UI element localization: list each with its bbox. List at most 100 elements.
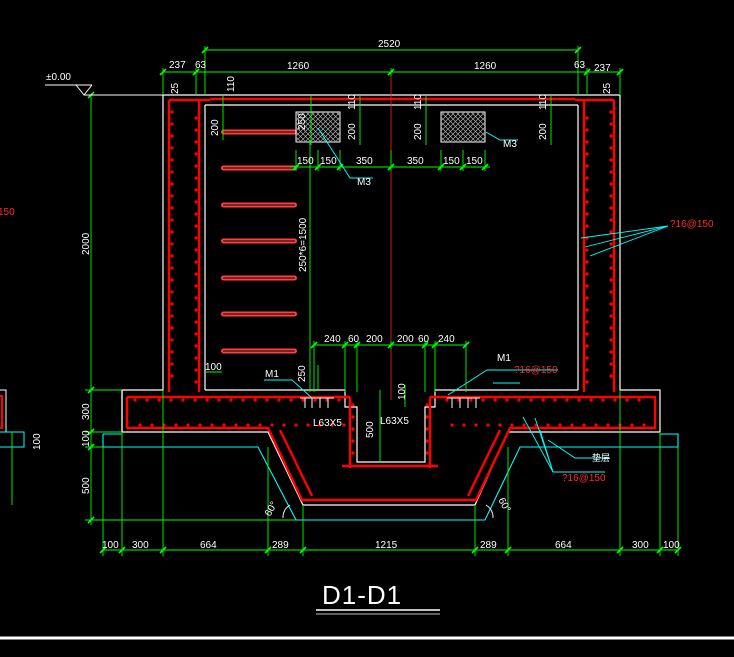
rebar-dot [170, 170, 174, 174]
rebar-dot [294, 423, 298, 427]
dim-pad: 100 [81, 430, 92, 447]
dim-cover-left: 25 [170, 82, 181, 94]
hatch-line [440, 111, 472, 143]
rebar-dot [609, 302, 613, 306]
hatch-line [324, 126, 341, 143]
rebar-dot [194, 260, 198, 264]
dimension-tick [387, 68, 395, 76]
hatch-line [320, 111, 341, 132]
rebar-dot [194, 248, 198, 252]
hatch-line [295, 111, 321, 137]
rebar-dot [585, 272, 589, 276]
rebar-dot [505, 398, 509, 402]
dim-250: 250 [297, 365, 308, 382]
rebar-dot [594, 423, 598, 427]
dim-m3-offset: 200 [210, 119, 221, 136]
rebar-dot [609, 290, 613, 294]
hatch-line [445, 111, 477, 143]
rebar-dot [630, 423, 634, 427]
level-mark [45, 84, 163, 96]
rebar-dot [133, 398, 137, 402]
rebar-dot [510, 423, 514, 427]
hatch-line [440, 111, 451, 122]
dimension-tick [118, 546, 126, 554]
hatch-line [440, 121, 462, 143]
hatch-line [460, 111, 486, 137]
rebar-dot [585, 116, 589, 120]
ladder-rung [221, 311, 297, 317]
rebar-dot [170, 206, 174, 210]
rebar-dot [585, 176, 589, 180]
rebar-dot [517, 398, 521, 402]
hatch-line [329, 131, 341, 143]
hatch-line [474, 131, 486, 143]
leader-lines [264, 127, 669, 473]
rebar-dot [585, 128, 589, 132]
rebar-dot [585, 224, 589, 228]
hatch-line [470, 111, 486, 127]
dim-overall: 2520 [378, 39, 401, 50]
rebar-dot [194, 320, 198, 324]
rebar-dot [425, 451, 429, 455]
rebar-dot [194, 176, 198, 180]
rebar-dot [270, 423, 274, 427]
dimension-tick [341, 341, 349, 349]
bottom-dim-2: 664 [200, 540, 217, 551]
rebar-dot [609, 338, 613, 342]
rebar-dot [198, 423, 202, 427]
rebar-dot [170, 122, 174, 126]
rebar-dot [425, 427, 429, 431]
dim-left-wall: 237 [169, 60, 186, 71]
pit-row-0: 240 [324, 334, 341, 345]
angle-arcs [282, 504, 494, 519]
dimension-tick [387, 163, 395, 171]
rebar-dot [301, 398, 305, 402]
hatch-line [325, 111, 341, 127]
rebar-dot [217, 398, 221, 402]
rebar-dot [558, 423, 562, 427]
dimension-tick [314, 163, 322, 171]
label-m1-right: M1 [497, 353, 511, 364]
hatch-line [440, 111, 446, 117]
hatch-line [454, 111, 486, 143]
rebar-dot [450, 423, 454, 427]
rebar-dot [609, 278, 613, 282]
rebar-dot [241, 398, 245, 402]
rebar-dot [246, 423, 250, 427]
rebar-dot [585, 332, 589, 336]
rebar-dot [609, 134, 613, 138]
dim-slab-thk: 110 [226, 76, 237, 92]
rebar-dot [194, 344, 198, 348]
rebar-label-pit: ?16@150 [562, 473, 606, 484]
hatch-line [440, 116, 467, 143]
rebar-dot [585, 152, 589, 156]
dimension-tick [421, 341, 429, 349]
rebar-dot [170, 326, 174, 330]
dim-left-gap: 63 [195, 60, 207, 71]
rebar-dot [585, 200, 589, 204]
rebar-dot [138, 423, 142, 427]
rebar-dot [194, 128, 198, 132]
hatch-line [444, 111, 476, 143]
rebar-dot [585, 248, 589, 252]
rebar-dot [609, 266, 613, 270]
rebar-dot [258, 423, 262, 427]
rebar-dot [585, 188, 589, 192]
rebar-dot [170, 302, 174, 306]
rebar-dot [546, 423, 550, 427]
rebar-dot [609, 194, 613, 198]
rebar-dot [194, 272, 198, 276]
rebar-dot [170, 362, 174, 366]
label-cushion: 垫层 [592, 452, 610, 463]
rebar-dot [265, 398, 269, 402]
dimension-tick [459, 163, 467, 171]
rebar-dot [306, 423, 310, 427]
rebar-dot [609, 350, 613, 354]
rebar-dot [541, 398, 545, 402]
rebar-dot [194, 308, 198, 312]
rebar-label-slab: ?16@150 [514, 365, 558, 376]
rebar-dot [553, 398, 557, 402]
dim-500: 500 [365, 421, 376, 438]
m3-row-4: 150 [443, 156, 460, 167]
rebar-dot [170, 290, 174, 294]
